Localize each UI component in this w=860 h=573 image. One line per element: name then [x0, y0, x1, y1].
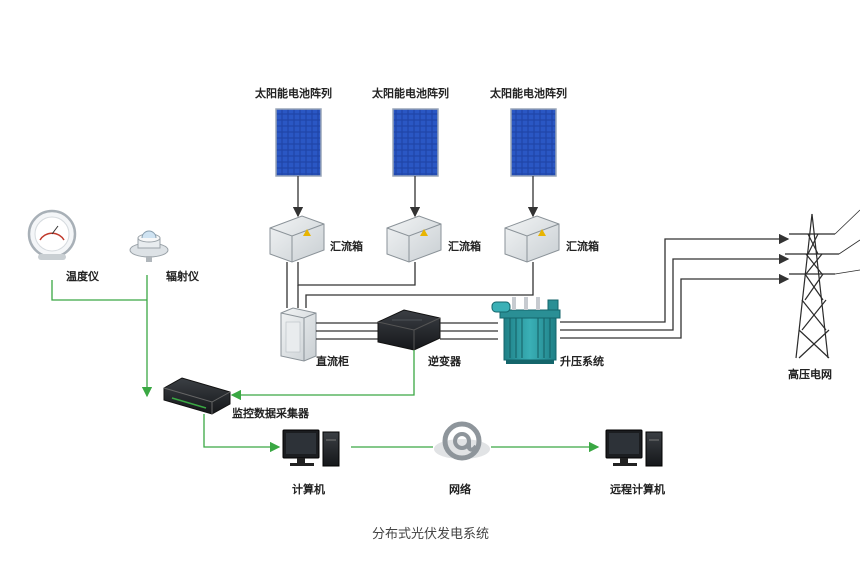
solar-panel-icon — [392, 108, 439, 177]
combiner-2-label: 汇流箱 — [448, 240, 481, 253]
combiner-box-1 — [269, 215, 325, 263]
data-logger — [163, 377, 231, 415]
dc-to-inverter-lines — [316, 322, 378, 340]
network-label: 网络 — [449, 483, 471, 496]
solar-panel-3 — [510, 108, 557, 177]
monitor-label: 监控数据采集器 — [232, 407, 309, 420]
inverter-data-line — [230, 350, 415, 401]
solar-panel-icon — [510, 108, 557, 177]
remote-computer-label: 远程计算机 — [610, 483, 665, 496]
solar-array-2-label: 太阳能电池阵列 — [372, 87, 449, 100]
thermometer-device — [27, 209, 77, 260]
solar-panel-1 — [275, 108, 322, 177]
computer — [282, 429, 340, 467]
solar-panel-icon — [275, 108, 322, 177]
transmission-tower — [785, 209, 860, 359]
combiner-3-label: 汇流箱 — [566, 240, 599, 253]
network-at-icon — [434, 421, 490, 461]
transformer-to-grid-lines — [560, 233, 790, 339]
solar-array-1-label: 太阳能电池阵列 — [255, 87, 332, 100]
combiner-box-3 — [504, 215, 560, 263]
sensor-data-lines — [51, 275, 153, 398]
dc-cabinet — [280, 307, 317, 362]
combiner-to-dc-lines — [286, 262, 534, 308]
combiner-box-2 — [386, 215, 442, 263]
network-data-lines — [203, 414, 600, 453]
inverter-label: 逆变器 — [428, 355, 461, 368]
panel-to-combiner-lines — [292, 176, 539, 218]
solar-panel-2 — [392, 108, 439, 177]
solar-array-3-label: 太阳能电池阵列 — [490, 87, 567, 100]
radiometer-label: 辐射仪 — [166, 270, 199, 283]
step-up-label: 升压系统 — [560, 355, 604, 368]
dc-cabinet-label: 直流柜 — [316, 355, 349, 368]
thermometer-label: 温度仪 — [66, 270, 99, 283]
transformer — [491, 297, 561, 364]
diagram-caption: 分布式光伏发电系统 — [372, 527, 490, 542]
radiometer-device — [129, 230, 169, 262]
grid-label: 高压电网 — [788, 368, 832, 381]
inverter-to-transformer-lines — [440, 322, 498, 340]
remote-computer — [605, 429, 663, 467]
computer-label: 计算机 — [292, 483, 325, 496]
combiner-1-label: 汇流箱 — [330, 240, 363, 253]
inverter — [377, 309, 441, 351]
